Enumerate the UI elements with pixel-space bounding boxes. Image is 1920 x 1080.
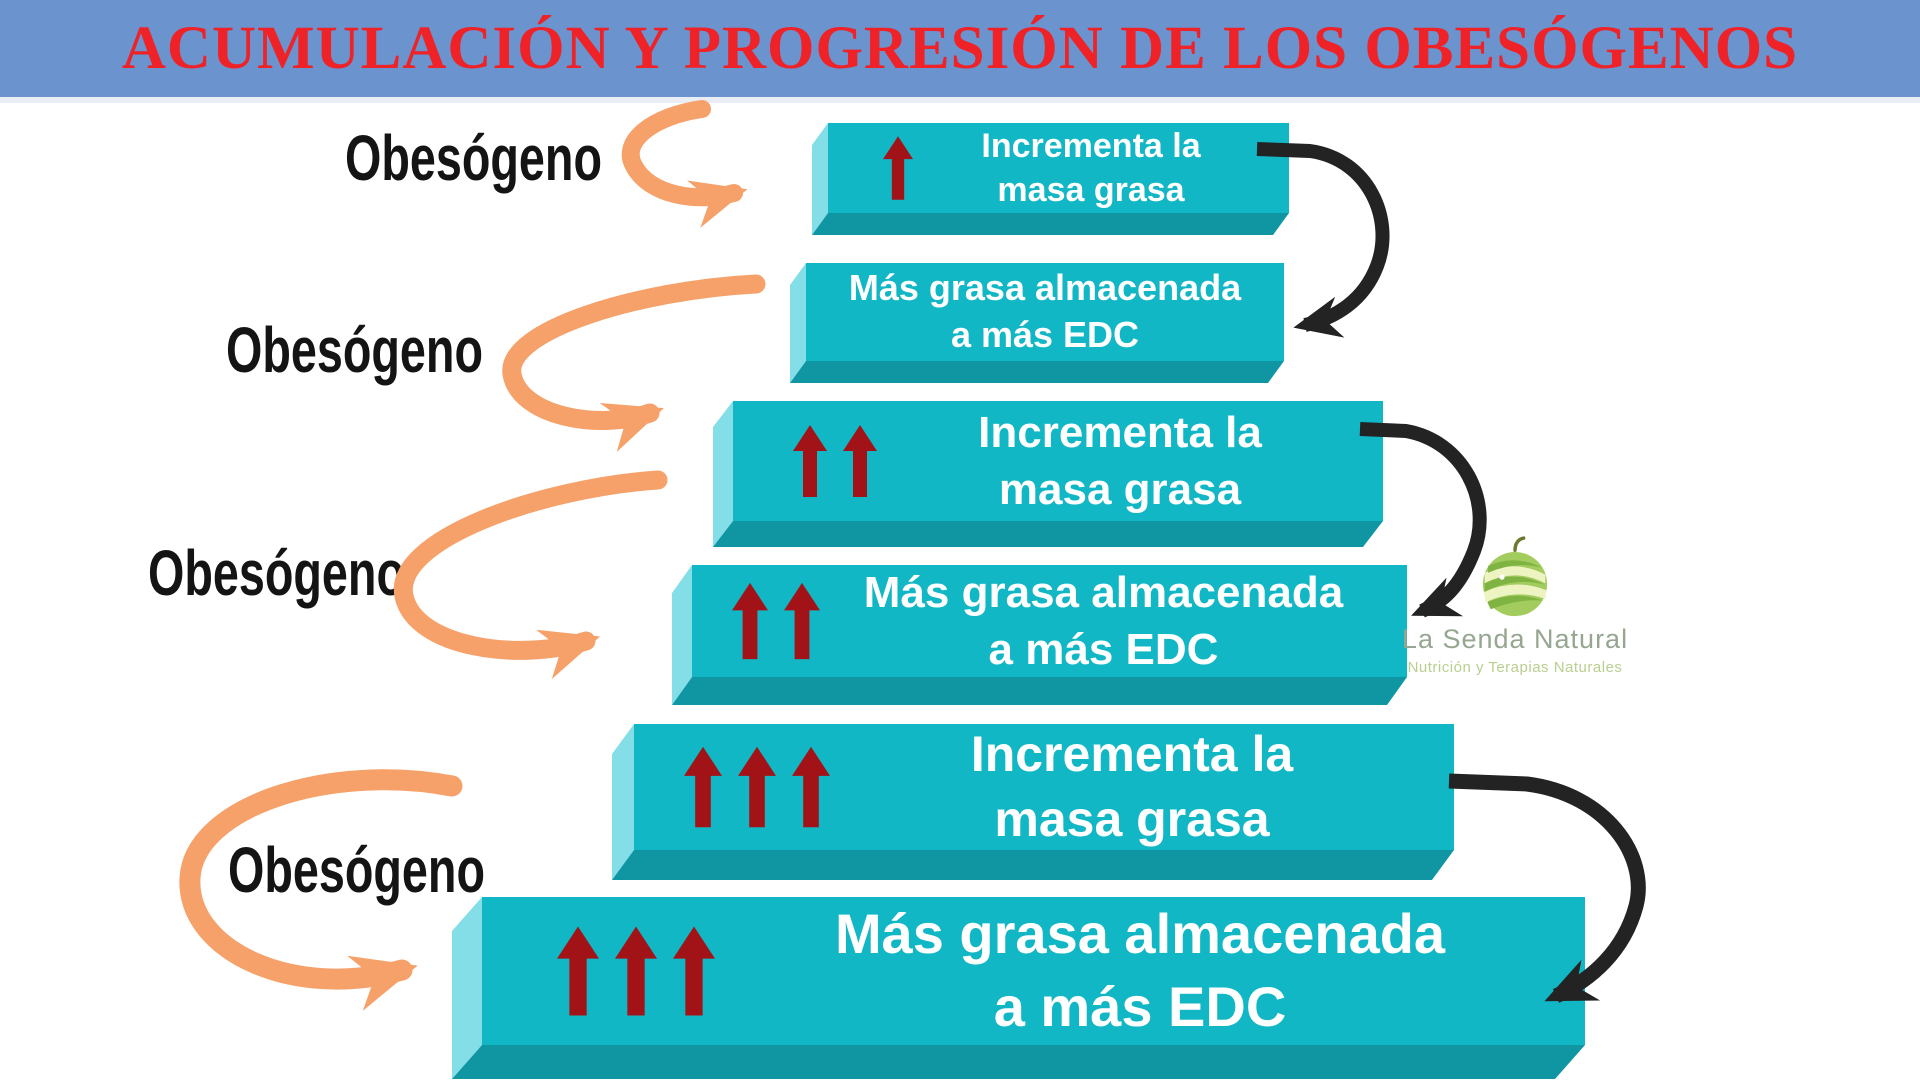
box-text-line2: a más EDC: [988, 625, 1219, 674]
obesogeno-label-2: Obesógeno: [226, 314, 483, 386]
up-arrows-group: [883, 136, 913, 200]
box-text-line2: a más EDC: [950, 314, 1140, 355]
step-box-6: Más grasa almacenada a más EDC: [482, 897, 1585, 1045]
step-box-5: Incrementa la masa grasa: [634, 724, 1454, 850]
step-box-4: Más grasa almacenada a más EDC: [692, 565, 1407, 677]
up-arrows-group: [732, 582, 820, 660]
step-box-3: Incrementa la masa grasa: [733, 401, 1383, 521]
box-text-line1: Más grasa almacenada: [863, 567, 1344, 617]
logo-apple-icon: [1482, 536, 1548, 617]
up-arrow-icon: [784, 582, 820, 660]
up-arrows-group: [684, 746, 830, 828]
box-text-line2: masa grasa: [997, 171, 1185, 209]
box-text-line1: Incrementa la: [970, 726, 1294, 782]
orange-curve-arrow-1: [621, 100, 748, 228]
header-banner: ACUMULACIÓN Y PROGRESIÓN DE LOS OBESÓGEN…: [0, 0, 1920, 103]
up-arrow-icon: [793, 425, 827, 497]
box-text-line1: Más grasa almacenada: [834, 902, 1446, 966]
up-arrow-icon: [738, 746, 776, 828]
up-arrows-group: [557, 925, 715, 1017]
up-arrow-icon: [732, 582, 768, 660]
up-arrow-icon: [684, 746, 722, 828]
box-text-line2: masa grasa: [994, 791, 1270, 847]
logo-tagline: Nutrición y Terapias Naturales: [1407, 659, 1623, 676]
up-arrow-icon: [673, 926, 715, 1016]
page-title: ACUMULACIÓN Y PROGRESIÓN DE LOS OBESÓGEN…: [121, 14, 1799, 82]
step-box-1: Incrementa la masa grasa: [828, 123, 1289, 213]
up-arrow-icon: [792, 746, 830, 828]
box-text: Incrementa la masa grasa: [913, 124, 1289, 212]
obesogeno-label-4: Obesógeno: [228, 834, 485, 906]
step-box-2: Más grasa almacenada a más EDC: [806, 263, 1284, 361]
box-text: Más grasa almacenada a más EDC: [806, 265, 1284, 359]
box-text-line2: masa grasa: [998, 465, 1242, 514]
box-text-line1: Más grasa almacenada: [848, 267, 1242, 309]
box-text: Más grasa almacenada a más EDC: [820, 564, 1407, 678]
box-text: Incrementa la masa grasa: [830, 722, 1454, 852]
logo-name: La Senda Natural: [1401, 624, 1629, 654]
logo: La Senda Natural Nutrición y Terapias Na…: [1390, 534, 1640, 676]
box-text-line2: a más EDC: [993, 975, 1287, 1038]
box-text: Incrementa la masa grasa: [877, 404, 1383, 518]
box-text-line1: Incrementa la: [978, 407, 1262, 457]
up-arrow-icon: [615, 926, 657, 1016]
up-arrow-icon: [557, 926, 599, 1016]
up-arrows-group: [793, 424, 877, 498]
orange-curve-arrow-2: [502, 274, 766, 452]
orange-curve-arrow-3: [393, 470, 668, 680]
box-text: Más grasa almacenada a más EDC: [715, 898, 1585, 1044]
up-arrow-icon: [843, 425, 877, 497]
obesogeno-label-3: Obesógeno: [148, 537, 405, 609]
obesogeno-label-1: Obesógeno: [345, 122, 602, 194]
up-arrow-icon: [883, 136, 913, 200]
box-text-line1: Incrementa la: [981, 126, 1201, 165]
